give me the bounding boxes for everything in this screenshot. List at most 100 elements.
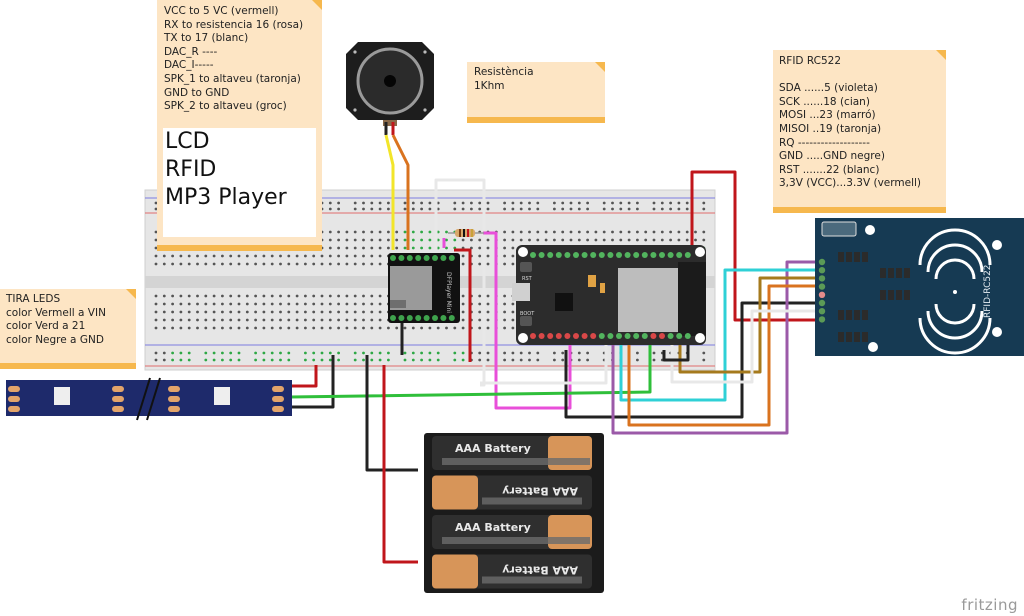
breadboard-hole	[304, 351, 307, 355]
breadboard-hole	[428, 358, 432, 362]
breadboard-hole	[387, 351, 390, 355]
wire-sda-violet	[611, 260, 822, 435]
smd-component	[904, 290, 910, 300]
rfid-pin	[818, 258, 826, 266]
esp32-pin-bottom	[547, 333, 554, 339]
breadboard-hole	[636, 358, 639, 362]
esp32-board: RST BOOT	[512, 245, 706, 345]
breadboard-hole	[254, 302, 257, 306]
breadboard-hole	[362, 201, 365, 205]
breadboard-hole	[536, 201, 540, 205]
wire-led-red	[290, 365, 318, 388]
breadboard-hole	[337, 310, 340, 314]
smd-component	[854, 332, 860, 342]
breadboard-hole	[270, 294, 274, 298]
breadboard-hole	[694, 238, 697, 242]
breadboard-hole	[212, 310, 216, 314]
esp32-pin-top	[538, 252, 545, 258]
breadboard-hole	[287, 310, 291, 314]
breadboard-hole	[561, 358, 565, 362]
breadboard-hole	[328, 201, 332, 205]
breadboard-hole	[685, 207, 689, 211]
breadboard-hole	[536, 207, 540, 211]
breadboard-hole	[627, 207, 631, 211]
battery-label: AAA Battery	[502, 485, 578, 498]
rfid-pin	[818, 299, 826, 307]
breadboard-hole	[453, 238, 457, 242]
breadboard-hole	[171, 326, 175, 330]
breadboard-hole	[162, 326, 166, 330]
breadboard-hole	[287, 294, 291, 298]
dfplayer-pin	[440, 315, 447, 321]
breadboard-hole	[362, 310, 365, 314]
breadboard-hole	[395, 230, 399, 234]
breadboard-hole	[627, 201, 631, 205]
breadboard-hole	[345, 238, 349, 242]
breadboard-hole	[312, 318, 316, 322]
breadboard-hole	[204, 262, 208, 266]
breadboard-hole	[187, 358, 191, 362]
breadboard-hole	[411, 238, 415, 242]
breadboard-hole	[320, 310, 324, 314]
breadboard-hole	[171, 351, 175, 355]
esp32-pin-bottom	[684, 333, 691, 339]
breadboard-hole	[561, 351, 565, 355]
breadboard-hole	[470, 201, 473, 205]
breadboard-hole	[677, 207, 681, 211]
breadboard-hole	[212, 302, 216, 306]
breadboard-hole	[262, 294, 266, 298]
breadboard-hole	[644, 238, 648, 242]
breadboard-hole	[453, 358, 457, 362]
esp32-pin-top	[590, 252, 597, 258]
breadboard-hole	[270, 302, 274, 306]
esp32-pin-top	[555, 252, 562, 258]
breadboard-hole	[403, 246, 407, 250]
breadboard-hole	[304, 326, 307, 330]
breadboard-hole	[411, 201, 415, 205]
wires	[289, 122, 822, 564]
breadboard-hole	[270, 358, 274, 362]
breadboard-hole	[171, 358, 175, 362]
breadboard-hole	[362, 302, 365, 306]
breadboard-hole	[403, 351, 407, 355]
breadboard-hole	[503, 294, 506, 298]
note-line: MOSI ...23 (marró)	[779, 109, 876, 122]
rfid-pin	[818, 308, 826, 315]
breadboard-hole	[212, 326, 216, 330]
breadboard-hole	[702, 358, 706, 362]
breadboard-hole	[337, 262, 340, 266]
dfplayer-pin	[390, 255, 396, 261]
breadboard-hole	[685, 201, 689, 205]
breadboard-hole	[370, 351, 374, 355]
note-line: TIRA LEDS	[6, 293, 61, 305]
breadboard-hole	[262, 326, 266, 330]
fritzing-watermark: fritzing	[961, 596, 1018, 614]
breadboard-hole	[204, 294, 208, 298]
breadboard-hole	[229, 326, 233, 330]
breadboard-hole	[337, 201, 340, 205]
breadboard-hole	[154, 201, 158, 205]
breadboard-hole	[337, 238, 340, 242]
breadboard-hole	[486, 294, 490, 298]
dfplayer-pin	[448, 315, 455, 321]
battery-cell: AAA Battery	[432, 554, 592, 589]
breadboard-hole	[461, 238, 465, 242]
breadboard-hole	[154, 294, 158, 298]
breadboard-hole	[387, 238, 390, 242]
smd-component	[838, 332, 844, 342]
smd-component	[862, 310, 868, 320]
breadboard-hole	[353, 207, 357, 211]
breadboard-hole	[461, 326, 465, 330]
esp32-pin-top	[573, 252, 579, 258]
breadboard-hole	[420, 238, 423, 242]
breadboard-hole	[154, 238, 158, 242]
breadboard-hole	[420, 230, 423, 234]
breadboard-hole	[187, 351, 191, 355]
breadboard-hole	[528, 201, 531, 205]
wire-rst2-white	[670, 309, 822, 384]
wire-resistor-pink	[483, 231, 572, 410]
breadboard-hole	[212, 358, 216, 362]
breadboard-hole	[254, 262, 257, 266]
breadboard-hole	[362, 254, 365, 258]
